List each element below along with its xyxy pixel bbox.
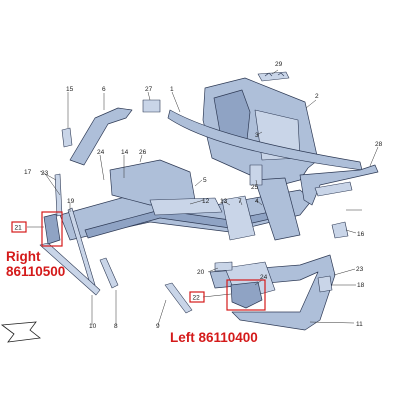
left-part-label: Left 86110400 [170,330,258,345]
part-29-bracket [257,71,290,82]
right-side-label: Right [6,249,41,264]
highlight-boxes: 21 22 [11,211,266,311]
callout-24-top: 24 [97,149,105,156]
part-box-22 [226,279,266,311]
part-20-bracket [214,261,233,272]
callout-20: 20 [197,269,205,276]
callout-9: 9 [156,323,160,330]
callout-1: 1 [170,86,174,93]
callout-numbers: 15 6 27 1 29 2 3 28 24 14 26 5 25 12 13 … [24,61,383,330]
part-16-bracket [331,221,349,239]
callout-18: 18 [357,282,365,289]
callout-27: 27 [145,86,153,93]
callout-7: 7 [238,198,242,205]
parts-artwork [0,71,379,343]
callout-24-bottom: 24 [260,274,268,281]
callout-12: 12 [202,198,210,205]
callout-21: 21 [15,225,23,232]
part-15-bracket [61,127,73,148]
callout-13: 13 [220,198,228,205]
callout-box-21 [11,221,27,233]
part-5-arm [314,181,353,197]
callout-29: 29 [275,61,283,68]
callout-15: 15 [66,86,74,93]
part-27-bracket [142,99,161,113]
part-10-bar [39,242,101,296]
part-2-frame-window [213,89,251,141]
callout-23-left: 23 [41,170,49,177]
callout-8: 8 [114,323,118,330]
part-box-21 [41,211,63,247]
part-22-bracket-left [230,281,263,309]
callout-10: 10 [89,323,97,330]
part-17-bar [54,173,63,217]
part-25-support [249,164,263,186]
part-8-bar [99,257,119,289]
callout-23-right: 23 [356,266,364,273]
callout-11: 11 [356,321,363,328]
callout-box-22 [189,291,205,303]
callout-6: 6 [102,86,106,93]
callout-4: 4 [255,198,259,205]
part-19-bar [67,207,96,288]
callout-26: 26 [139,149,147,156]
callout-14: 14 [121,149,129,156]
callout-2: 2 [315,93,319,100]
direction-arrow [0,321,41,343]
part-13-strut [221,195,256,241]
callout-5: 5 [203,177,207,184]
callout-28: 28 [375,141,383,148]
part-21-bracket-right [43,213,61,245]
callout-17: 17 [24,169,32,176]
callout-22: 22 [193,295,201,302]
part-12-crossmember [149,197,223,216]
callout-25: 25 [251,184,259,191]
part-28-arm [299,164,379,206]
part-6-upper-arm [69,107,133,166]
part-9-bar [164,282,193,314]
callout-3: 3 [255,132,259,139]
callout-19: 19 [67,198,75,205]
part-4-side-member [254,177,301,241]
part-18-bracket [317,275,333,293]
right-part-number: 86110500 [6,264,66,279]
leader-lines [27,69,379,326]
callout-16: 16 [357,231,365,238]
